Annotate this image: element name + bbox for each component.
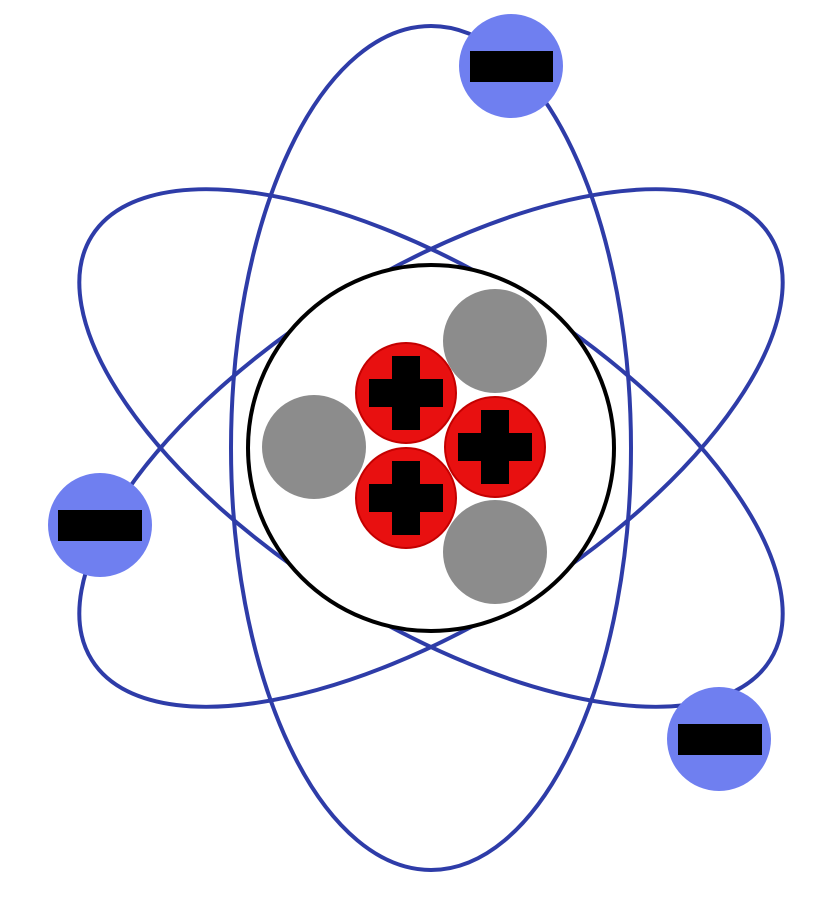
proton-top xyxy=(355,342,457,444)
electron-top xyxy=(459,14,563,118)
minus-sign-icon xyxy=(678,724,762,755)
protons xyxy=(355,342,546,549)
neutron-left xyxy=(262,395,366,499)
proton-right xyxy=(444,396,546,498)
electron-left xyxy=(48,473,152,577)
plus-sign-icon xyxy=(369,461,443,535)
plus-sign-icon xyxy=(458,410,532,484)
orbit-vertical xyxy=(229,24,633,872)
neutron-bottom-right xyxy=(443,500,547,604)
neutrons xyxy=(262,289,547,604)
minus-sign-icon xyxy=(58,510,142,541)
minus-sign-icon xyxy=(470,51,553,82)
plus-sign-icon xyxy=(369,356,443,430)
proton-bottom xyxy=(355,447,457,549)
electrons xyxy=(48,14,771,791)
electron-bottom-right xyxy=(667,687,771,791)
neutron-top-right xyxy=(443,289,547,393)
